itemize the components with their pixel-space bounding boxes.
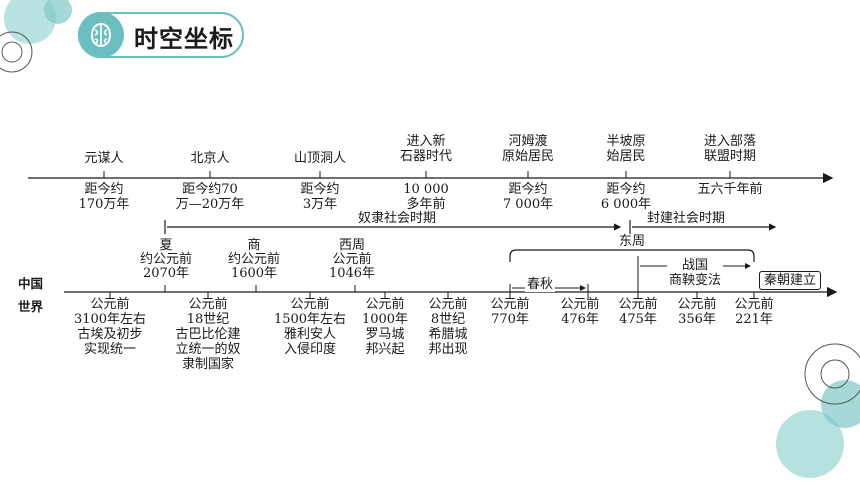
world-event-egypt: 公元前 3100年左右 古埃及初步 实现统一	[74, 297, 146, 357]
event-time-tribal: 五六千年前	[697, 182, 762, 197]
qin-dynasty-box: 秦朝建立	[759, 271, 821, 290]
china-event-xia: 夏 约公元前 2070年	[140, 239, 192, 281]
period-warring-states: 战国 商鞅变法	[667, 258, 723, 288]
date-770bc: 公元前 770年	[490, 297, 529, 327]
period-spring-autumn: 春秋	[525, 277, 555, 292]
period-feudal-society: 封建社会时期	[644, 211, 728, 226]
event-label-banpo: 半坡原 始居民	[606, 134, 645, 164]
event-time-yuanmou: 距今约 170万年	[79, 182, 130, 212]
date-221bc: 公元前 221年	[734, 297, 773, 327]
event-label-tribal: 进入部落 联盟时期	[704, 134, 756, 164]
period-slave-society: 奴隶社会时期	[355, 211, 439, 226]
date-475bc: 公元前 475年	[618, 297, 657, 327]
china-event-western-zhou: 西周 公元前 1046年	[329, 239, 375, 281]
event-label-yuanmou: 元谋人	[84, 151, 123, 166]
event-time-neolithic: 10 000 多年前	[403, 182, 449, 212]
event-label-hemudu: 河姆渡 原始居民	[502, 134, 554, 164]
world-row-label: 世界	[18, 296, 43, 315]
event-label-neolithic: 进入新 石器时代	[400, 134, 452, 164]
event-label-shanding: 山顶洞人	[294, 151, 346, 166]
event-time-banpo: 距今约 6 000年	[601, 182, 651, 212]
event-time-hemudu: 距今约 7 000年	[503, 182, 553, 212]
china-event-shang: 商 约公元前 1600年	[228, 239, 280, 281]
china-row-label: 中国	[18, 273, 43, 292]
world-event-aryan: 公元前 1500年左右 雅利安人 入侵印度	[274, 297, 346, 357]
date-356bc: 公元前 356年	[677, 297, 716, 327]
world-event-rome: 公元前 1000年 罗马城 邦兴起	[362, 297, 408, 357]
world-event-greece: 公元前 8世纪 希腊城 邦出现	[428, 297, 467, 357]
event-time-shanding: 距今约 3万年	[300, 182, 339, 212]
world-event-babylon: 公元前 18世纪 古巴比伦建 立统一的奴 隶制国家	[175, 297, 240, 372]
period-eastern-zhou: 东周	[619, 234, 645, 249]
date-476bc: 公元前 476年	[560, 297, 599, 327]
event-label-beijing: 北京人	[190, 151, 229, 166]
event-time-beijing: 距今约70 万—20万年	[176, 182, 245, 212]
